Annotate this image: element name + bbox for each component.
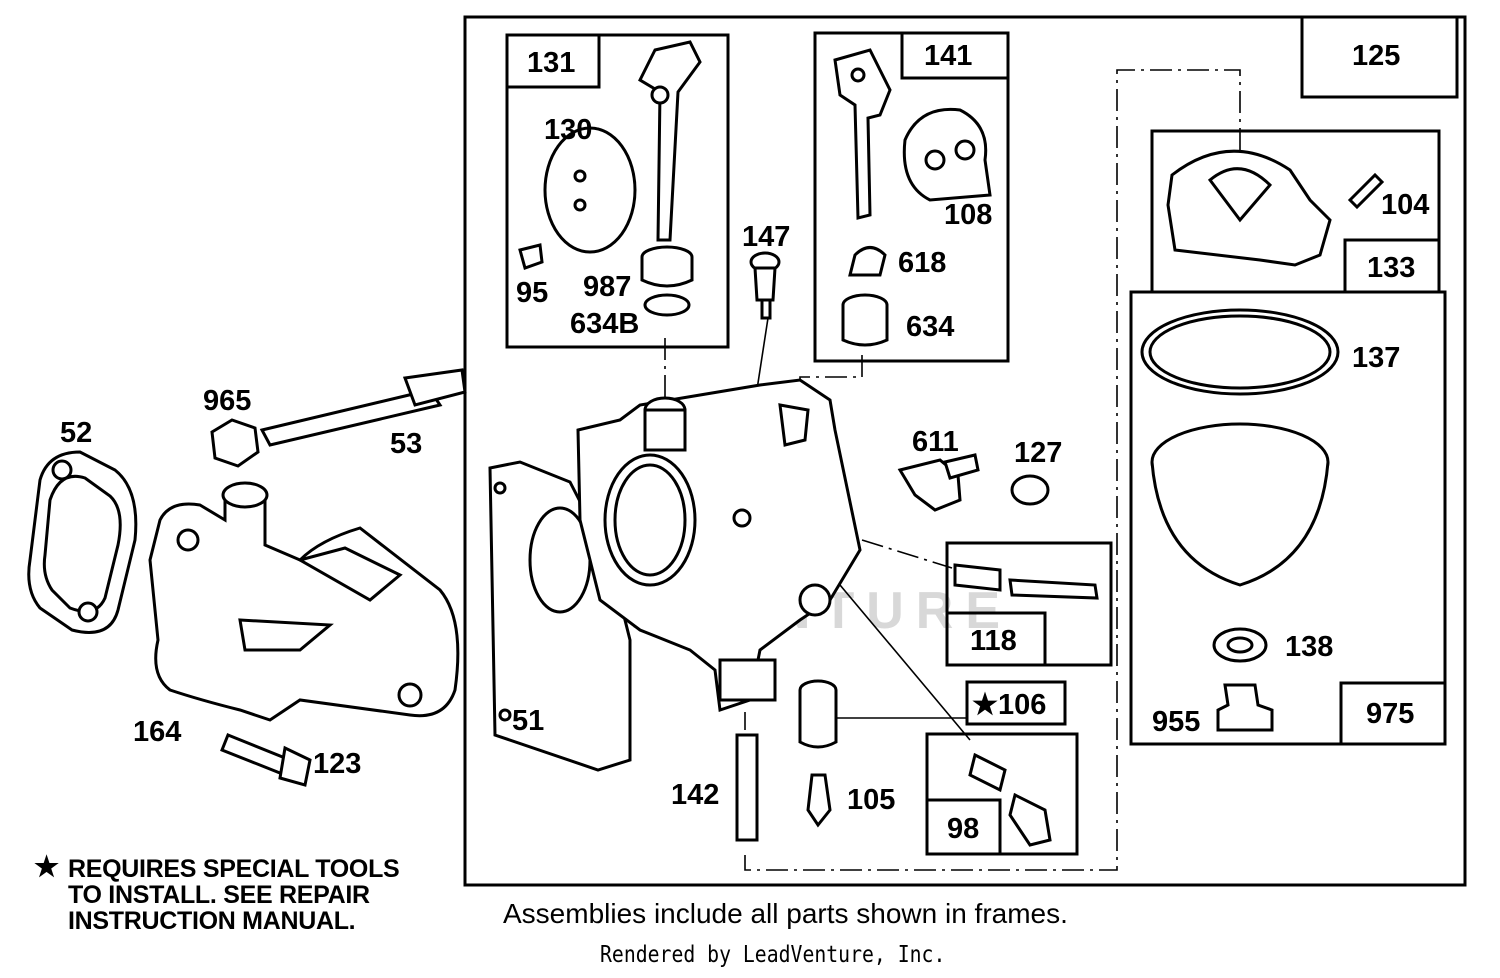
frame-131: [505, 33, 730, 349]
part-labels: 131 141 125 133 975 118 ★106 98 130 95 9…: [60, 40, 1429, 845]
note-line-3: INSTRUCTION MANUAL.: [68, 907, 356, 935]
frame-141: [813, 31, 1010, 363]
star-icon: ★: [34, 851, 59, 882]
part-label-127: 127: [1014, 437, 1062, 469]
stud-53-drawing: [210, 368, 467, 468]
part-label-955: 955: [1152, 706, 1200, 738]
frame-125: [463, 15, 1467, 887]
assemblies-caption: Assemblies include all parts shown in fr…: [503, 898, 1068, 929]
part-label-104: 104: [1381, 189, 1429, 221]
frame-label-975: 975: [1366, 698, 1414, 730]
part-label-51: 51: [512, 705, 544, 737]
leader-lines: [664, 69, 1241, 871]
frame-106: [965, 680, 1067, 726]
spring-98-drawing: [968, 752, 1052, 847]
frame-975: [1129, 290, 1447, 746]
part-label-53: 53: [390, 428, 422, 460]
frame-98: [925, 732, 1079, 856]
gasket-52-drawing: [27, 450, 138, 634]
choke-shaft-drawing: [833, 48, 992, 347]
part-label-634B: 634B: [570, 308, 639, 340]
part-label-95: 95: [516, 277, 548, 309]
float-133-drawing: [1166, 149, 1385, 267]
note-line-1: REQUIRES SPECIAL TOOLS: [68, 855, 400, 883]
part-label-965: 965: [203, 385, 251, 417]
jet-parts-drawing: [735, 679, 838, 842]
part-label-105: 105: [847, 784, 895, 816]
frame-label-118: 118: [970, 625, 1017, 657]
part-label-108: 108: [944, 199, 992, 231]
part-label-987: 987: [583, 271, 631, 303]
note-line-2: TO INSTALL. SEE REPAIR: [68, 881, 370, 909]
part-label-123: 123: [313, 748, 361, 780]
throttle-shaft-drawing: [518, 40, 702, 317]
part-label-611: 611: [912, 426, 959, 458]
frame-label-125: 125: [1352, 40, 1400, 72]
frame-118: [945, 541, 1113, 667]
special-tools-note: ★ REQUIRES SPECIAL TOOLS TO INSTALL. SEE…: [34, 851, 400, 935]
intake-164-drawing: [148, 481, 460, 722]
part-label-137: 137: [1352, 342, 1400, 374]
screw-147-drawing: [749, 251, 781, 320]
part-label-138: 138: [1285, 631, 1333, 663]
frame-label-131: 131: [527, 47, 575, 79]
part-label-142: 142: [671, 779, 719, 811]
screw-123-drawing: [220, 733, 312, 787]
part-label-164: 164: [133, 716, 181, 748]
bowl-975-drawing: [1140, 308, 1340, 732]
frame-label-106: ★106: [972, 689, 1046, 721]
carburetor-body-drawing: [576, 378, 862, 713]
frame-label-133: 133: [1367, 252, 1415, 284]
part-label-52: 52: [60, 417, 92, 449]
part-label-634: 634: [906, 311, 954, 343]
fitting-611-drawing: [897, 453, 1050, 512]
part-label-130: 130: [544, 114, 592, 146]
needle-118-drawing: [953, 563, 1099, 600]
frame-label-98: 98: [947, 813, 979, 845]
rendered-by-credit: Rendered by LeadVenture, Inc.: [600, 942, 946, 968]
frame-label-141: 141: [924, 40, 972, 72]
part-label-147: 147: [742, 221, 790, 253]
part-label-618: 618: [898, 247, 946, 279]
